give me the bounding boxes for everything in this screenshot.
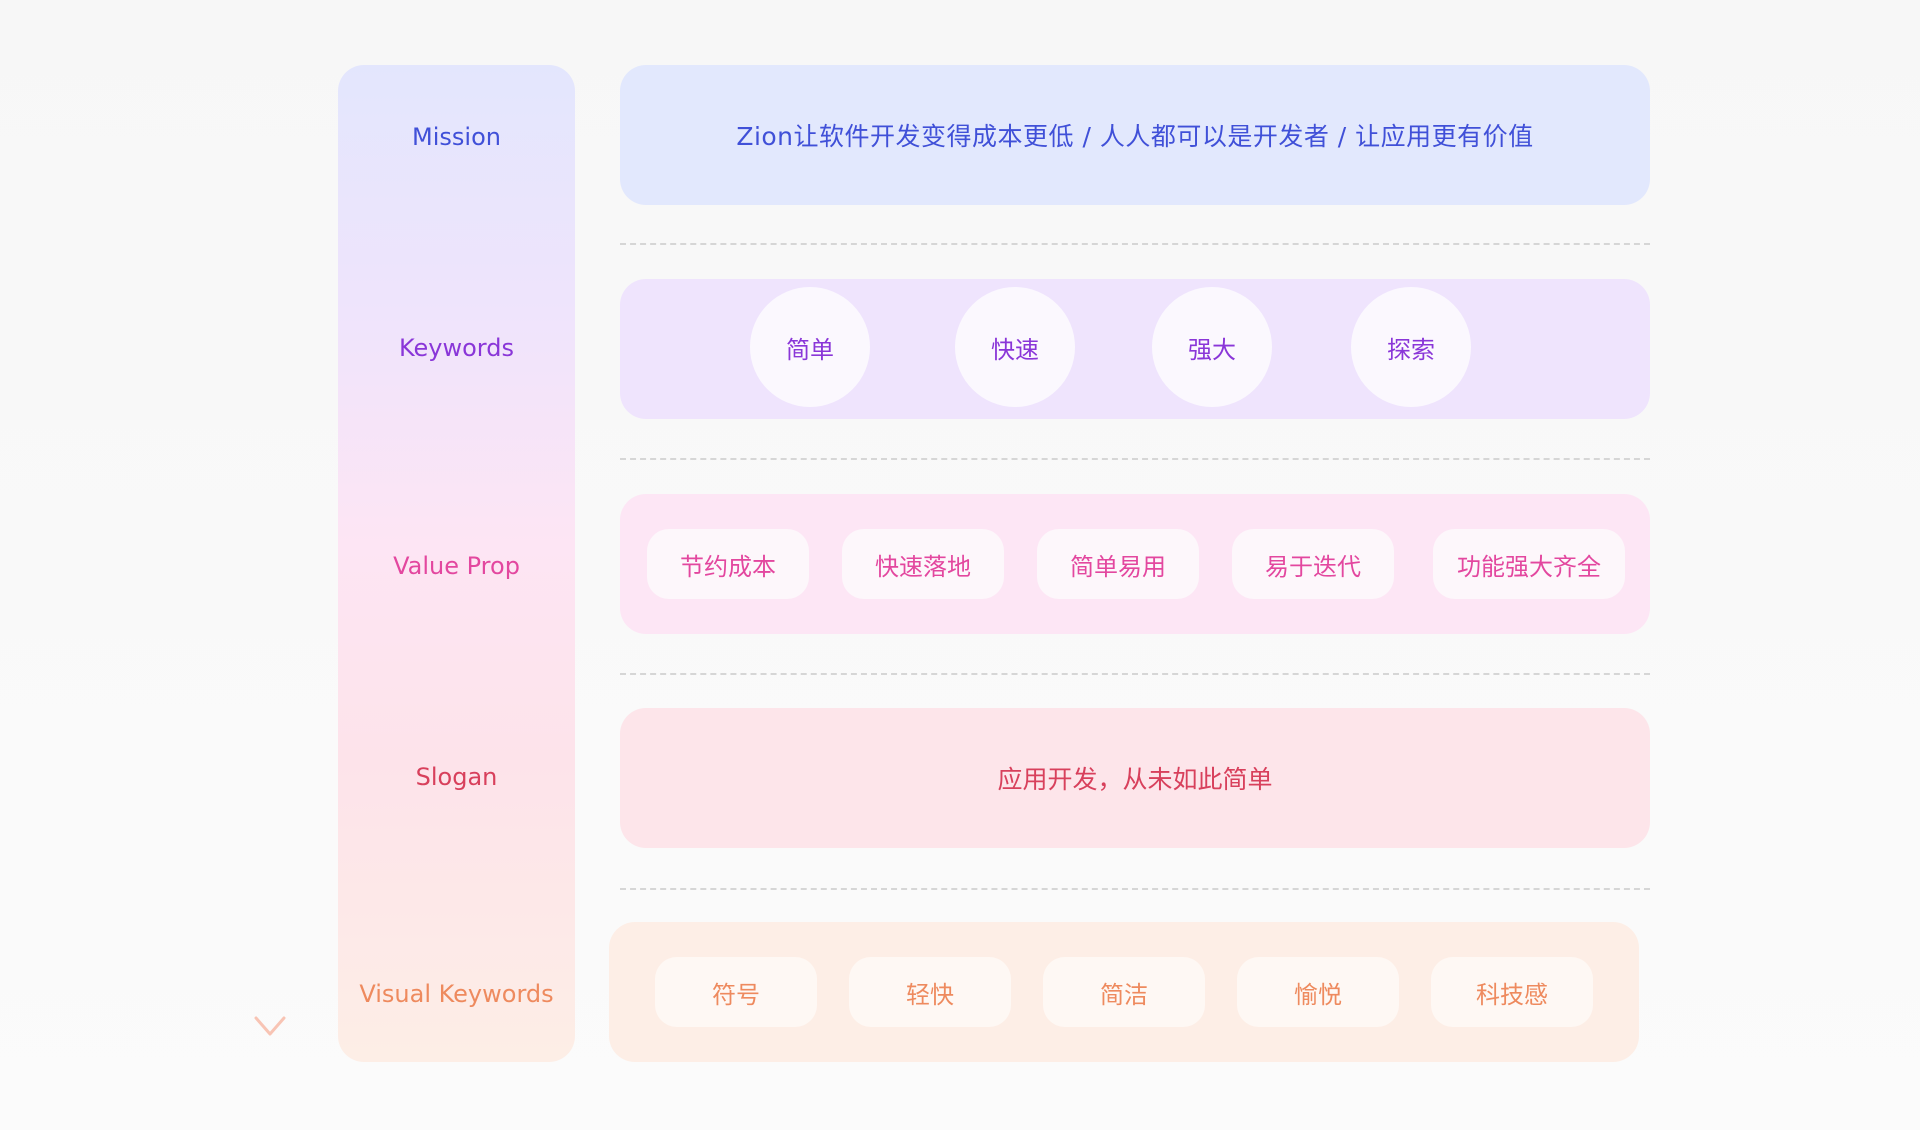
keyword-circle: 简单: [750, 287, 870, 407]
row-divider: [620, 673, 1650, 675]
value-prop-pill: 易于迭代: [1232, 529, 1394, 599]
visual-keywords-label: Visual Keywords: [359, 980, 554, 1008]
visual-keyword-pill: 科技感: [1431, 957, 1593, 1027]
row-divider: [620, 243, 1650, 245]
value-prop-label: Value Prop: [393, 552, 520, 580]
visual-keyword-pill: 愉悦: [1237, 957, 1399, 1027]
visual-keyword-pill: 轻快: [849, 957, 1011, 1027]
row-divider: [620, 888, 1650, 890]
visual-keyword-pill: 简洁: [1043, 957, 1205, 1027]
slogan-box: 应用开发，从未如此简单: [620, 708, 1650, 848]
slogan-label: Slogan: [415, 763, 498, 791]
row-divider: [620, 458, 1650, 460]
visual-keyword-pill: 符号: [655, 957, 817, 1027]
value-prop-pill: 节约成本: [647, 529, 809, 599]
keywords-label: Keywords: [398, 334, 514, 362]
down-arrow-icon: [254, 90, 286, 1036]
value-prop-box: 节约成本 快速落地 简单易用 易于迭代 功能强大齐全: [620, 494, 1650, 634]
mission-text: Zion让软件开发变得成本更低 / 人人都可以是开发者 / 让应用更有价值: [736, 122, 1534, 151]
row-label-column: Mission Keywords Value Prop Slogan Visua…: [338, 65, 575, 1062]
keyword-circle: 强大: [1152, 287, 1272, 407]
keyword-circle: 探索: [1351, 287, 1471, 407]
value-prop-pill: 功能强大齐全: [1433, 529, 1625, 599]
slogan-text: 应用开发，从未如此简单: [997, 765, 1273, 794]
keyword-circle: 快速: [955, 287, 1075, 407]
visual-keywords-box: 符号 轻快 简洁 愉悦 科技感: [609, 922, 1639, 1062]
value-prop-pill: 快速落地: [842, 529, 1004, 599]
mission-label: Mission: [412, 123, 501, 151]
value-prop-pill: 简单易用: [1037, 529, 1199, 599]
mission-box: Zion让软件开发变得成本更低 / 人人都可以是开发者 / 让应用更有价值: [620, 65, 1650, 205]
keywords-box: 简单 快速 强大 探索: [620, 279, 1650, 419]
